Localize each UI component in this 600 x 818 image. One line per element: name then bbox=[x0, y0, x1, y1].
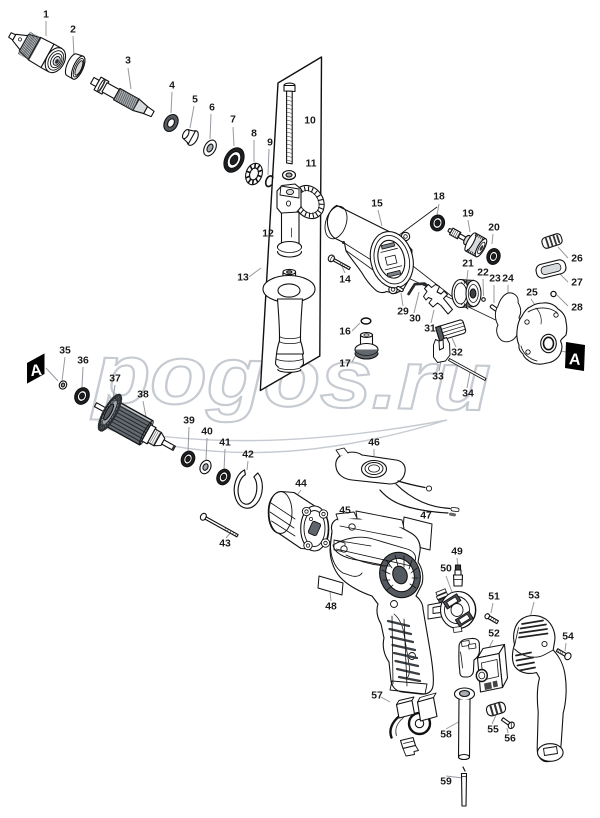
svg-text:25: 25 bbox=[526, 288, 538, 299]
svg-text:43: 43 bbox=[219, 539, 231, 550]
svg-text:4: 4 bbox=[169, 81, 175, 92]
svg-text:28: 28 bbox=[571, 303, 583, 314]
svg-text:24: 24 bbox=[502, 274, 514, 285]
svg-text:49: 49 bbox=[451, 547, 463, 558]
svg-text:7: 7 bbox=[230, 115, 236, 126]
svg-text:8: 8 bbox=[251, 129, 257, 140]
svg-text:2: 2 bbox=[70, 25, 76, 36]
svg-text:59: 59 bbox=[440, 777, 452, 788]
svg-text:45: 45 bbox=[339, 506, 351, 517]
svg-text:A: A bbox=[29, 362, 43, 380]
svg-text:46: 46 bbox=[368, 438, 380, 449]
svg-text:6: 6 bbox=[209, 103, 215, 114]
svg-text:9: 9 bbox=[267, 138, 273, 149]
svg-text:21: 21 bbox=[462, 259, 474, 270]
svg-text:51: 51 bbox=[488, 592, 500, 603]
svg-text:31: 31 bbox=[424, 324, 436, 335]
svg-text:35: 35 bbox=[59, 346, 71, 357]
svg-text:3: 3 bbox=[125, 56, 131, 67]
svg-text:20: 20 bbox=[488, 223, 500, 234]
svg-text:42: 42 bbox=[242, 450, 254, 461]
svg-text:17: 17 bbox=[339, 359, 351, 370]
svg-text:34: 34 bbox=[462, 389, 474, 400]
svg-text:11: 11 bbox=[306, 159, 317, 170]
svg-text:15: 15 bbox=[371, 199, 383, 210]
svg-text:27: 27 bbox=[571, 278, 583, 289]
svg-text:38: 38 bbox=[137, 390, 149, 401]
svg-text:50: 50 bbox=[440, 564, 452, 575]
svg-text:41: 41 bbox=[219, 438, 231, 449]
svg-text:22: 22 bbox=[477, 268, 489, 279]
svg-text:29: 29 bbox=[397, 307, 409, 318]
svg-text:52: 52 bbox=[488, 629, 500, 640]
svg-text:32: 32 bbox=[451, 348, 463, 359]
svg-text:19: 19 bbox=[462, 209, 474, 220]
svg-text:48: 48 bbox=[325, 602, 337, 613]
svg-text:44: 44 bbox=[295, 479, 307, 490]
svg-text:12: 12 bbox=[262, 229, 274, 240]
svg-text:14: 14 bbox=[339, 275, 351, 286]
svg-text:55: 55 bbox=[487, 725, 499, 736]
svg-text:23: 23 bbox=[489, 274, 501, 285]
svg-text:13: 13 bbox=[237, 273, 249, 284]
svg-text:58: 58 bbox=[440, 730, 452, 741]
svg-text:53: 53 bbox=[528, 591, 540, 602]
svg-text:16: 16 bbox=[339, 327, 351, 338]
svg-text:1: 1 bbox=[43, 10, 49, 21]
svg-text:A: A bbox=[569, 351, 582, 369]
svg-text:30: 30 bbox=[409, 314, 421, 325]
svg-text:40: 40 bbox=[201, 427, 213, 438]
svg-text:39: 39 bbox=[183, 416, 195, 427]
svg-text:33: 33 bbox=[432, 372, 444, 383]
svg-text:54: 54 bbox=[562, 632, 574, 643]
svg-text:56: 56 bbox=[504, 734, 516, 745]
svg-text:5: 5 bbox=[192, 95, 198, 106]
svg-text:10: 10 bbox=[304, 116, 316, 127]
svg-text:37: 37 bbox=[109, 374, 121, 385]
svg-text:26: 26 bbox=[571, 254, 583, 265]
svg-text:36: 36 bbox=[77, 356, 89, 367]
svg-text:57: 57 bbox=[371, 691, 383, 702]
svg-text:47: 47 bbox=[420, 511, 432, 522]
svg-text:18: 18 bbox=[433, 192, 445, 203]
